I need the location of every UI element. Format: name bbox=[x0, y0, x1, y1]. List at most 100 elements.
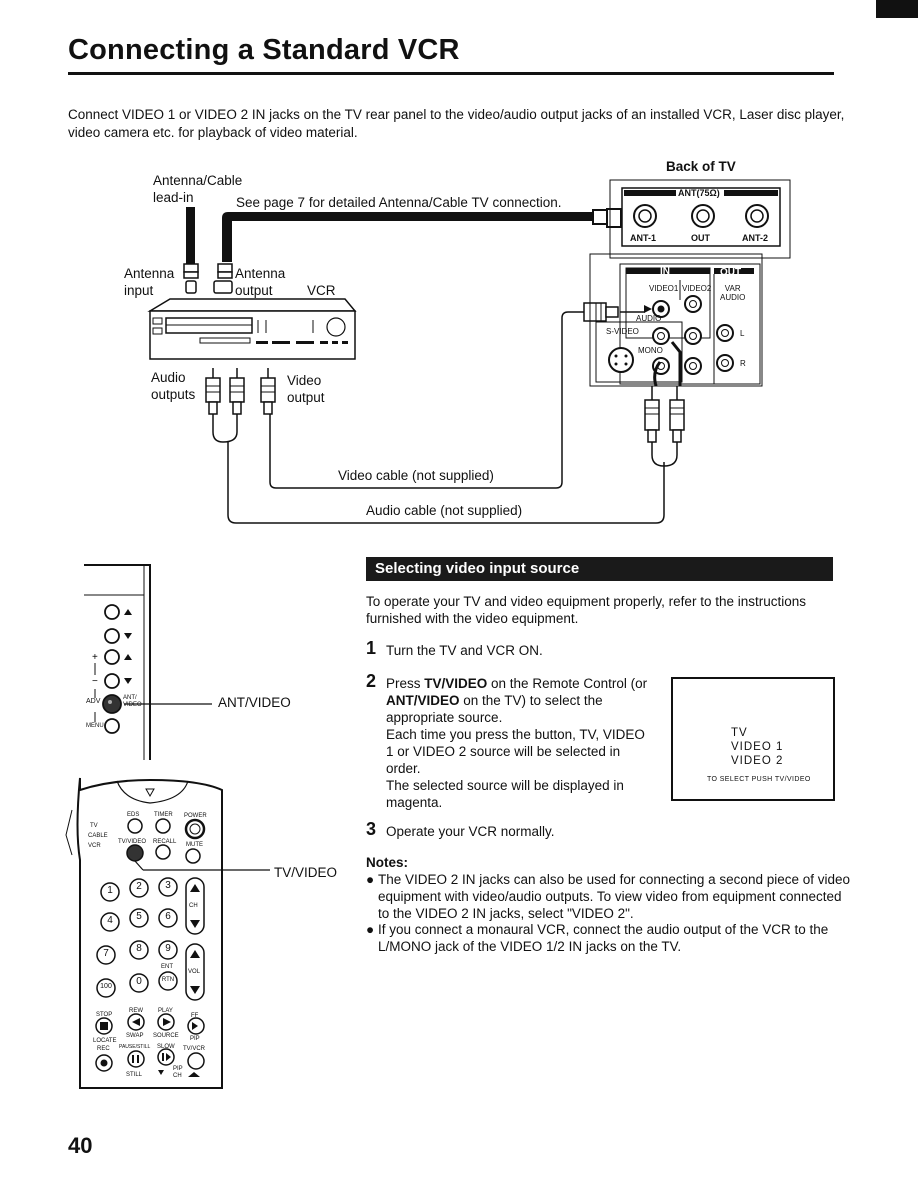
s-video-label: S-VIDEO bbox=[606, 327, 639, 336]
mute-label: MUTE bbox=[186, 842, 203, 848]
key-rtn[interactable]: RTN bbox=[161, 977, 175, 983]
locate-label: LOCATE bbox=[93, 1038, 117, 1044]
note-1-text: The VIDEO 2 IN jacks can also be used fo… bbox=[378, 872, 851, 921]
mono-label: MONO bbox=[638, 346, 663, 355]
video1-label: VIDEO1 bbox=[649, 284, 679, 293]
ant1-label: ANT-1 bbox=[630, 233, 657, 243]
step-2-text: Press TV/VIDEO on the Remote Control (or… bbox=[386, 675, 651, 811]
out-panel-label: OUT bbox=[720, 267, 742, 278]
step-1-text: Turn the TV and VCR ON. bbox=[386, 643, 543, 658]
antenna-output-label: Antenna output bbox=[235, 266, 286, 298]
pause-still-label: PAUSE/STILL bbox=[119, 1044, 151, 1050]
key-5[interactable]: 5 bbox=[136, 911, 142, 922]
section-heading: Selecting video input source bbox=[375, 560, 580, 577]
ent-label: ENT bbox=[161, 964, 173, 970]
screen-line-video2: VIDEO 2 bbox=[731, 755, 784, 767]
power-label: POWER bbox=[184, 813, 207, 819]
ch-label: CH bbox=[189, 903, 198, 909]
ant-video-small-label: ANT/ VIDEO bbox=[123, 695, 142, 708]
step-2-bold-antvideo: ANT/VIDEO bbox=[386, 693, 460, 708]
source-label: SOURCE bbox=[153, 1033, 179, 1039]
note-1: ● The VIDEO 2 IN jacks can also be used … bbox=[366, 871, 853, 922]
menu-label: MENU bbox=[86, 723, 104, 729]
ant-video-callout: ANT/VIDEO bbox=[218, 695, 291, 710]
key-4[interactable]: 4 bbox=[107, 915, 113, 926]
antenna-connector-left bbox=[183, 263, 199, 294]
see-page-note: See page 7 for detailed Antenna/Cable TV… bbox=[236, 195, 562, 210]
out-jack-label: OUT bbox=[691, 233, 710, 243]
antenna-cable-leadin-label: Antenna/Cable lead-in bbox=[153, 173, 243, 205]
screen-line-video1: VIDEO 1 bbox=[731, 741, 784, 753]
title-rule bbox=[68, 72, 834, 75]
pip-ch-label: PIP CH bbox=[173, 1066, 183, 1079]
step-3-text: Operate your VCR normally. bbox=[386, 824, 555, 839]
vcr-label: VCR bbox=[307, 283, 336, 298]
r-label: R bbox=[740, 359, 746, 368]
key-7[interactable]: 7 bbox=[103, 948, 109, 959]
tv-video-callout: TV/VIDEO bbox=[274, 865, 338, 880]
key-3[interactable]: 3 bbox=[165, 880, 171, 891]
remote-tv-label: TV bbox=[90, 823, 98, 829]
svg-text:+: + bbox=[92, 652, 98, 663]
step-2-text-b: on the Remote Control (or bbox=[487, 676, 648, 691]
screen-line-tv: TV bbox=[731, 727, 748, 739]
stop-label: STOP bbox=[96, 1012, 113, 1018]
note-2-bullet: ● bbox=[366, 922, 375, 937]
key-2[interactable]: 2 bbox=[136, 881, 142, 892]
section-lead: To operate your TV and video equipment p… bbox=[366, 594, 806, 626]
key-1[interactable]: 1 bbox=[107, 885, 113, 896]
note-1-bullet: ● bbox=[366, 872, 375, 887]
page-number: 40 bbox=[68, 1133, 93, 1158]
key-0[interactable]: 0 bbox=[136, 976, 142, 987]
vol-label: VOL bbox=[188, 969, 201, 975]
antenna-input-label: Antenna input bbox=[124, 266, 175, 298]
section-heading-bar: Selecting video input source bbox=[366, 557, 833, 581]
timer-label: TIMER bbox=[154, 812, 173, 818]
antenna-connector-right bbox=[213, 263, 233, 294]
video-output-label: Video output bbox=[287, 373, 325, 405]
video2-label: VIDEO2 bbox=[682, 284, 712, 293]
recall-label: RECALL bbox=[153, 839, 177, 845]
audio-outputs-label: Audio outputs bbox=[151, 370, 196, 402]
key-100[interactable]: 100 bbox=[100, 983, 112, 990]
key-9[interactable]: 9 bbox=[165, 943, 171, 954]
remote-cable-label: CABLE bbox=[88, 833, 108, 839]
eds-label: EDS bbox=[127, 812, 140, 818]
step-1-number: 1 bbox=[366, 638, 377, 658]
tv-vcr-label: TV/VCR bbox=[183, 1046, 206, 1052]
ant2-label: ANT-2 bbox=[742, 233, 769, 243]
step-2-text-a: Press bbox=[386, 676, 425, 691]
ff-label: FF bbox=[191, 1013, 199, 1019]
screen-hint: TO SELECT PUSH TV/VIDEO bbox=[707, 776, 811, 783]
audio-jack-label: AUDIO bbox=[636, 314, 662, 323]
audio-cable-label: Audio cable (not supplied) bbox=[366, 503, 523, 518]
swap-label: SWAP bbox=[126, 1033, 144, 1039]
pip-label: PIP bbox=[190, 1036, 200, 1042]
in-label: IN bbox=[660, 266, 670, 277]
notes-heading: Notes: bbox=[366, 855, 409, 870]
ant-75-label: ANT(75Ω) bbox=[678, 188, 720, 198]
page-title: Connecting a Standard VCR bbox=[68, 34, 460, 66]
var-audio-label: VAR AUDIO bbox=[720, 284, 746, 302]
back-of-tv-label: Back of TV bbox=[666, 159, 736, 174]
key-6[interactable]: 6 bbox=[165, 911, 171, 922]
play-label: PLAY bbox=[158, 1008, 173, 1014]
vcr-unit bbox=[147, 298, 357, 360]
rew-label: REW bbox=[129, 1008, 143, 1014]
intro-text: Connect VIDEO 1 or VIDEO 2 IN jacks on t… bbox=[68, 107, 845, 140]
tvvideo-button-label: TV/VIDEO bbox=[118, 839, 147, 845]
remote-vcr-label: VCR bbox=[88, 843, 101, 849]
tv-screen-illustration: TV VIDEO 1 VIDEO 2 TO SELECT PUSH TV/VID… bbox=[671, 677, 835, 801]
note-2-text: If you connect a monaural VCR, connect t… bbox=[378, 922, 829, 954]
l-label: L bbox=[740, 329, 745, 338]
svg-text:−: − bbox=[92, 676, 98, 687]
step-3-number: 3 bbox=[366, 819, 377, 839]
corner-tab bbox=[876, 0, 918, 18]
note-2: ● If you connect a monaural VCR, connect… bbox=[366, 921, 853, 955]
step-2-number: 2 bbox=[366, 671, 377, 691]
still-label: STILL bbox=[126, 1072, 143, 1078]
step-2-bold-tvvideo: TV/VIDEO bbox=[424, 676, 488, 691]
key-8[interactable]: 8 bbox=[136, 943, 142, 954]
